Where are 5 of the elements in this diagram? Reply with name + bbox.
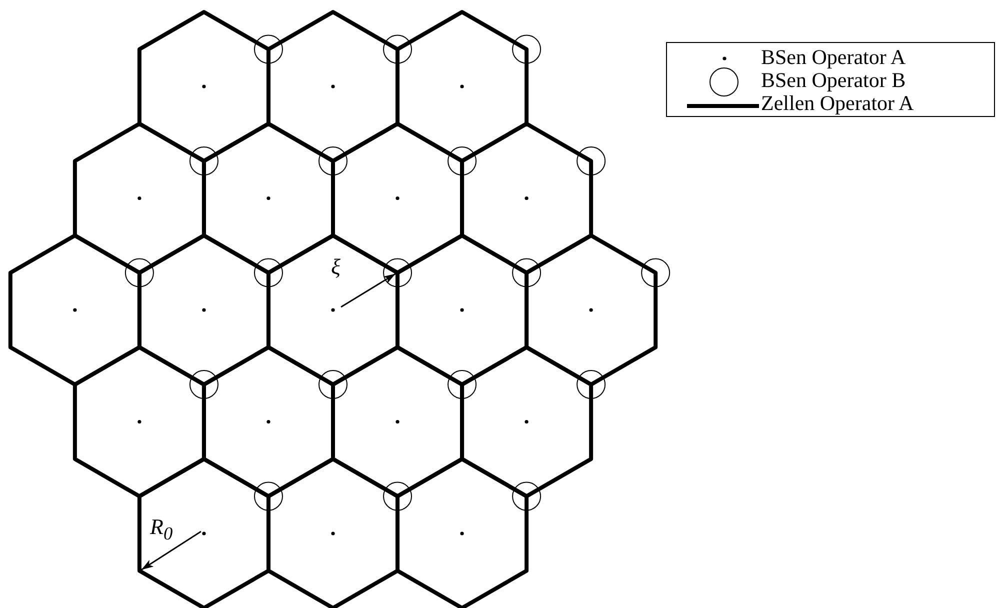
legend-label: BSen Operator B [761, 70, 906, 91]
legend-label: Zellen Operator A [761, 93, 914, 114]
legend-label: BSen Operator A [761, 47, 906, 68]
measure-label: ξ [331, 256, 340, 278]
measure-label: R$_{0}$ [150, 516, 173, 543]
